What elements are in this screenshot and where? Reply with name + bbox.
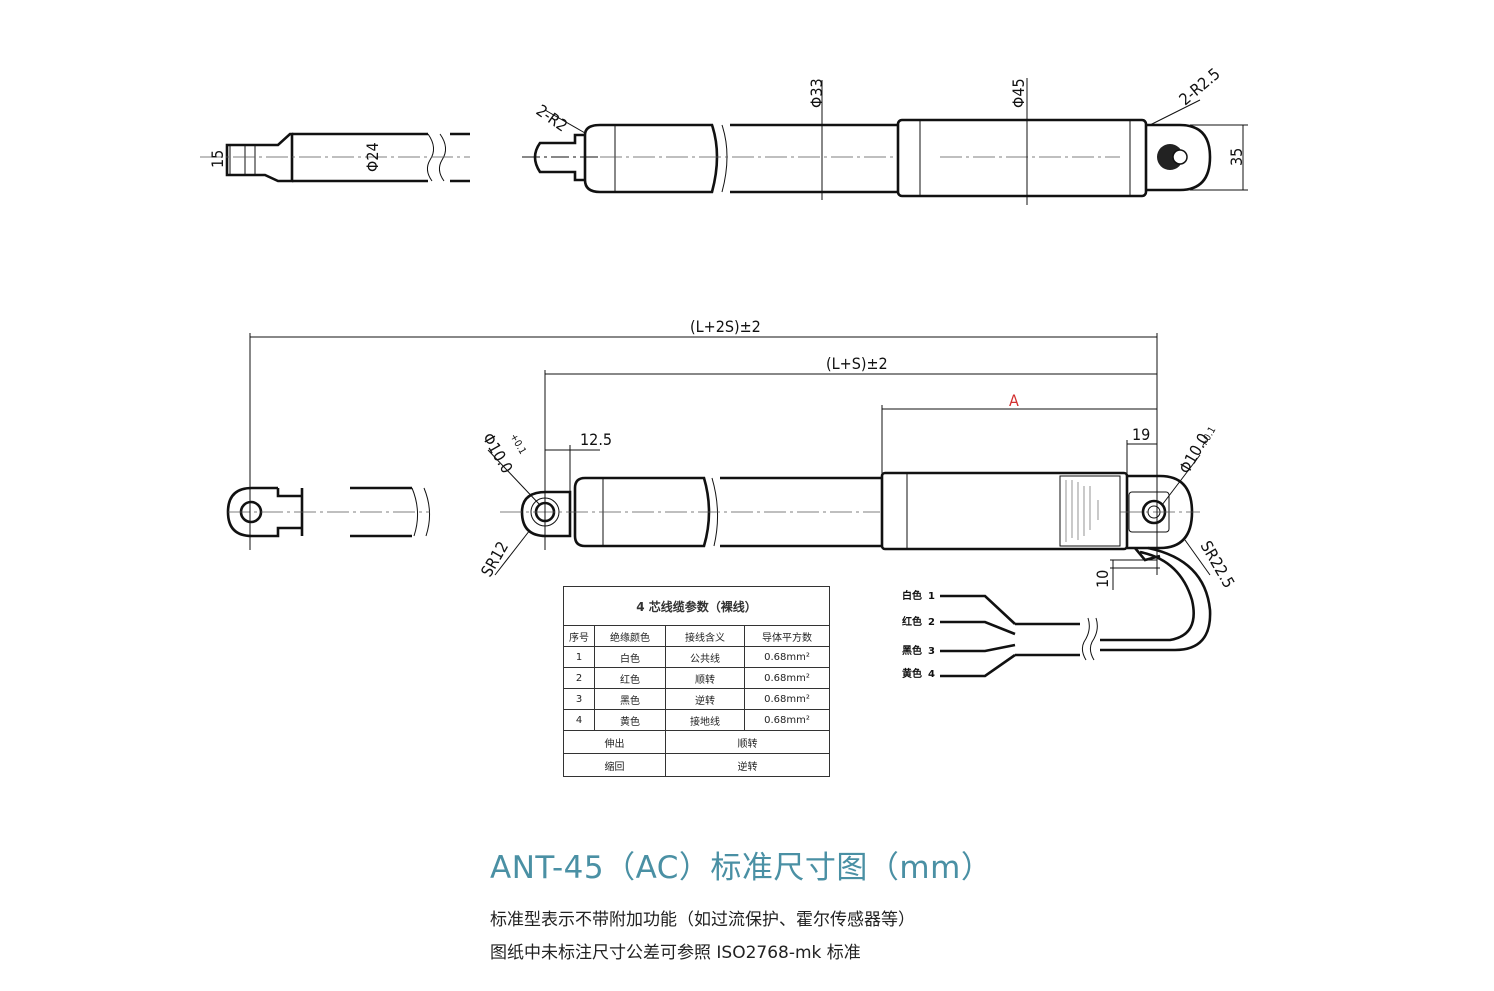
dim-rear-hole-tol: +0.1 — [1198, 425, 1218, 449]
nameplate — [1059, 475, 1121, 547]
table-header: 绝缘颜色 — [594, 625, 666, 647]
table-header-row: 序号 绝缘颜色 接线含义 导体平方数 — [563, 625, 830, 647]
side-inner-tube — [573, 476, 711, 548]
dim-10: 10 — [1093, 570, 1112, 588]
top-rear-eye — [1146, 123, 1212, 192]
table-header: 接线含义 — [665, 625, 745, 647]
table-cell: 黄色 — [594, 709, 666, 731]
cable-parameter-table: 4 芯线缆参数（裸线） 序号 绝缘颜色 接线含义 导体平方数 1 白色 公共线 … — [563, 586, 830, 777]
table-cell: 红色 — [594, 667, 666, 689]
dim-d24: Φ24 — [363, 142, 382, 172]
table-cell: 逆转 — [665, 688, 745, 710]
wire-labels: 白色 1 红色 2 黑色 3 黄色 4 — [902, 589, 935, 680]
side-housing — [880, 471, 1129, 551]
table-row: 3 黑色 逆转 0.68mm² — [563, 688, 830, 710]
dim-2-r2: 2-R2 — [533, 101, 571, 136]
table-cell: 顺转 — [665, 667, 745, 689]
table-cell: 逆转 — [665, 753, 830, 777]
table-cell: 顺转 — [665, 730, 830, 754]
wire-num-2: 2 — [928, 617, 935, 628]
table-action-row: 伸出 顺转 — [563, 730, 830, 754]
wire-label-4: 黄色 — [902, 667, 922, 680]
dim-2-r2-5: 2-R2.5 — [1175, 64, 1223, 109]
dim-l-plus-s: (L+S)±2 — [826, 354, 888, 373]
cable — [1100, 546, 1212, 652]
dim-front-hole-tol: +0.1 — [507, 432, 527, 456]
table-cell: 0.68mm² — [744, 709, 830, 731]
dim-19: 19 — [1132, 425, 1150, 444]
technical-drawing: Φ24 15 2-R2 Φ33 Φ45 2-R2.5 35 — [200, 64, 1248, 680]
table-cell: 接地线 — [665, 709, 745, 731]
table-cell: 4 — [563, 709, 595, 731]
wire-label-1: 白色 — [902, 589, 922, 602]
figure-caption: ANT-45（AC）标准尺寸图（mm） 标准型表示不带附加功能（如过流保护、霍尔… — [490, 842, 992, 971]
wire-num-3: 3 — [928, 646, 935, 657]
table-header: 导体平方数 — [744, 625, 830, 647]
dim-a: A — [1009, 391, 1019, 410]
top-rod-clevis — [225, 132, 294, 183]
wire-label-3: 黑色 — [902, 644, 922, 657]
top-view — [200, 78, 1248, 205]
table-cell: 黑色 — [594, 688, 666, 710]
table-cell: 1 — [563, 646, 595, 668]
table-row: 2 红色 顺转 0.68mm² — [563, 667, 830, 689]
table-action-row: 缩回 逆转 — [563, 753, 830, 777]
table-row: 1 白色 公共线 0.68mm² — [563, 646, 830, 668]
wire-fan — [940, 594, 1016, 678]
table-cell: 3 — [563, 688, 595, 710]
wire-label-2: 红色 — [902, 615, 922, 628]
nameplate-text-lines — [1065, 480, 1099, 542]
dim-15: 15 — [208, 150, 227, 168]
table-row: 4 黄色 接地线 0.68mm² — [563, 709, 830, 731]
dim-12-5: 12.5 — [580, 430, 612, 449]
table-cell: 缩回 — [563, 753, 666, 777]
table-cell: 白色 — [594, 646, 666, 668]
dim-l-plus-2s: (L+2S)±2 — [690, 317, 761, 336]
figure-title: ANT-45（AC）标准尺寸图（mm） — [490, 850, 993, 886]
top-housing — [896, 118, 1148, 198]
dim-d33: Φ33 — [807, 78, 826, 108]
note-tolerance: 图纸中未标注尺寸公差可参照 ISO2768-mk 标准 — [490, 943, 861, 963]
table-cell: 0.68mm² — [744, 667, 830, 689]
top-inner-tube — [583, 123, 719, 194]
table-cell: 公共线 — [665, 646, 745, 668]
table-cell: 0.68mm² — [744, 688, 830, 710]
table-cell: 2 — [563, 667, 595, 689]
wire-num-4: 4 — [928, 669, 935, 680]
dim-35: 35 — [1227, 148, 1246, 166]
top-rod — [292, 132, 428, 183]
side-front-eye — [520, 490, 572, 538]
table-cell: 伸出 — [563, 730, 666, 754]
table-caption: 4 芯线缆参数（裸线） — [563, 586, 830, 626]
wire-num-1: 1 — [928, 591, 935, 602]
table-header: 序号 — [563, 625, 595, 647]
dim-d45: Φ45 — [1009, 78, 1028, 108]
table-cell: 0.68mm² — [744, 646, 830, 668]
side-view — [226, 333, 1212, 678]
note-standard-type: 标准型表示不带附加功能（如过流保护、霍尔传感器等） — [490, 910, 915, 930]
